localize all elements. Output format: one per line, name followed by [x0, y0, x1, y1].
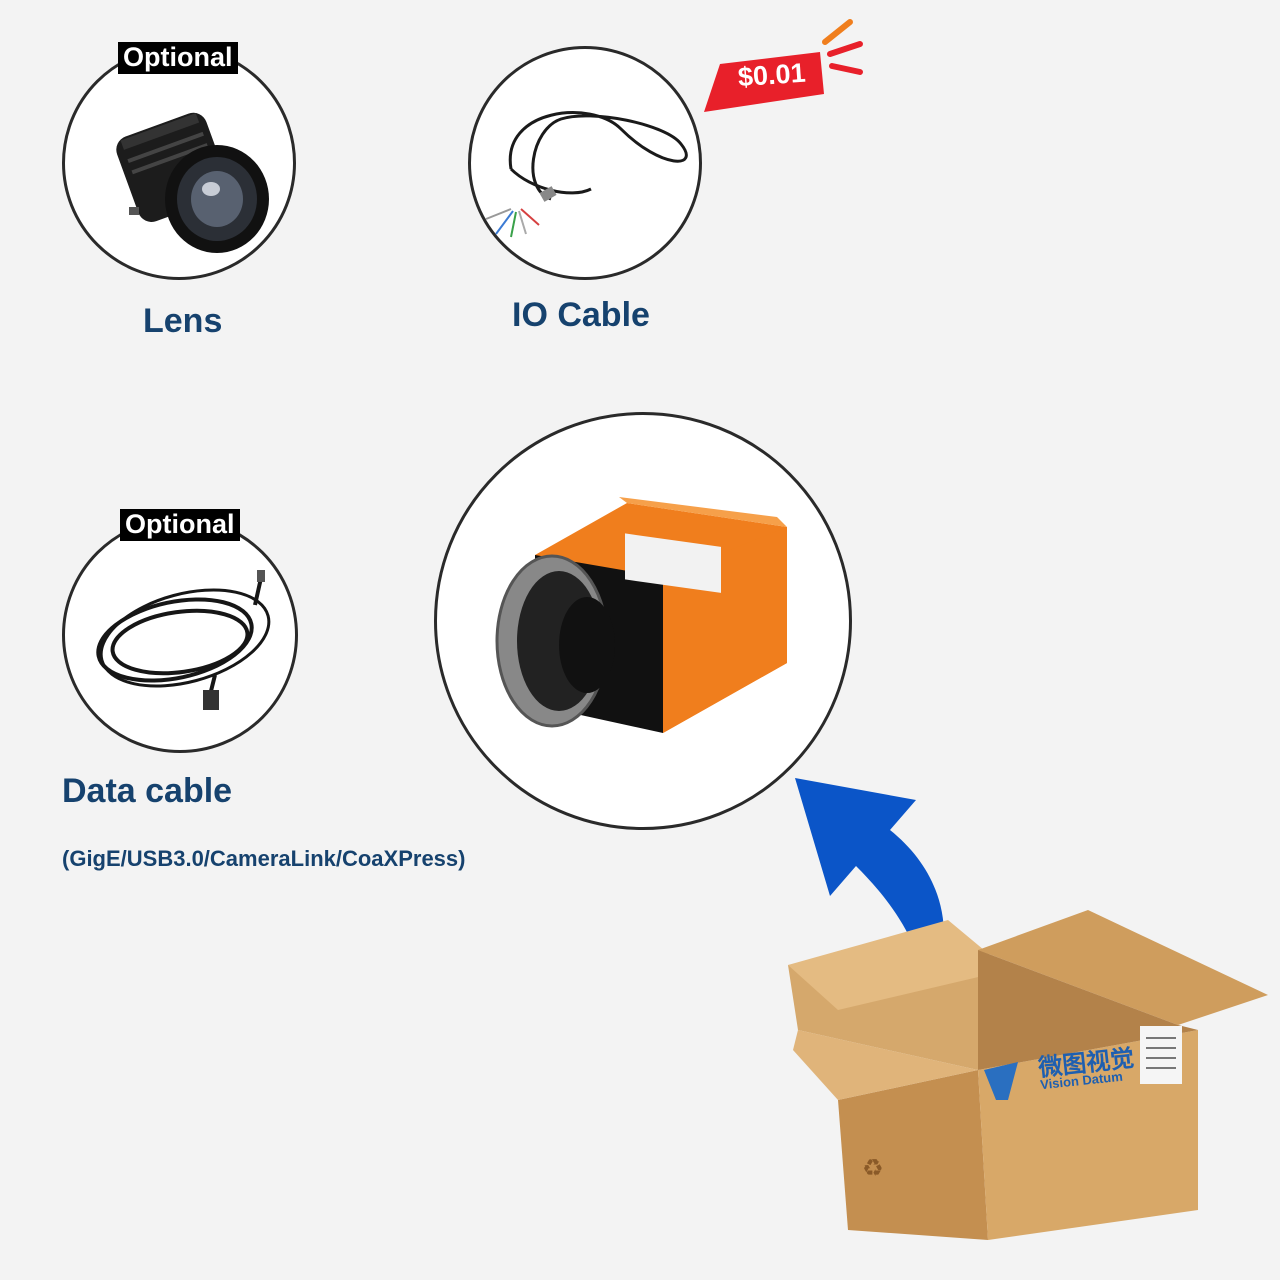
lens-optional-tag: Optional: [118, 42, 238, 74]
box-icon: [788, 910, 1268, 1240]
io-cable-price: $0.01: [737, 57, 807, 93]
data-cable-circle: [62, 517, 298, 753]
lens-icon: [116, 112, 269, 253]
data-cable-label: Data cable: [62, 772, 233, 810]
data-cable-icon: [96, 570, 271, 710]
price-tag-shape: [704, 19, 863, 112]
data-cable-sublabel: (GigE/USB3.0/CameraLink/CoaXPress): [62, 846, 466, 871]
recycle-icon: ♻: [862, 1154, 884, 1182]
lens-circle: [62, 46, 296, 280]
io-cable-circle: [468, 46, 702, 280]
io-cable-icon: [485, 111, 688, 238]
data-cable-optional-tag: Optional: [120, 509, 240, 541]
arrow-icon: [795, 778, 945, 1000]
io-cable-label: IO Cable: [512, 296, 650, 334]
camera-icon: [495, 497, 787, 733]
camera-circle: [434, 412, 852, 830]
lens-label: Lens: [143, 302, 223, 340]
